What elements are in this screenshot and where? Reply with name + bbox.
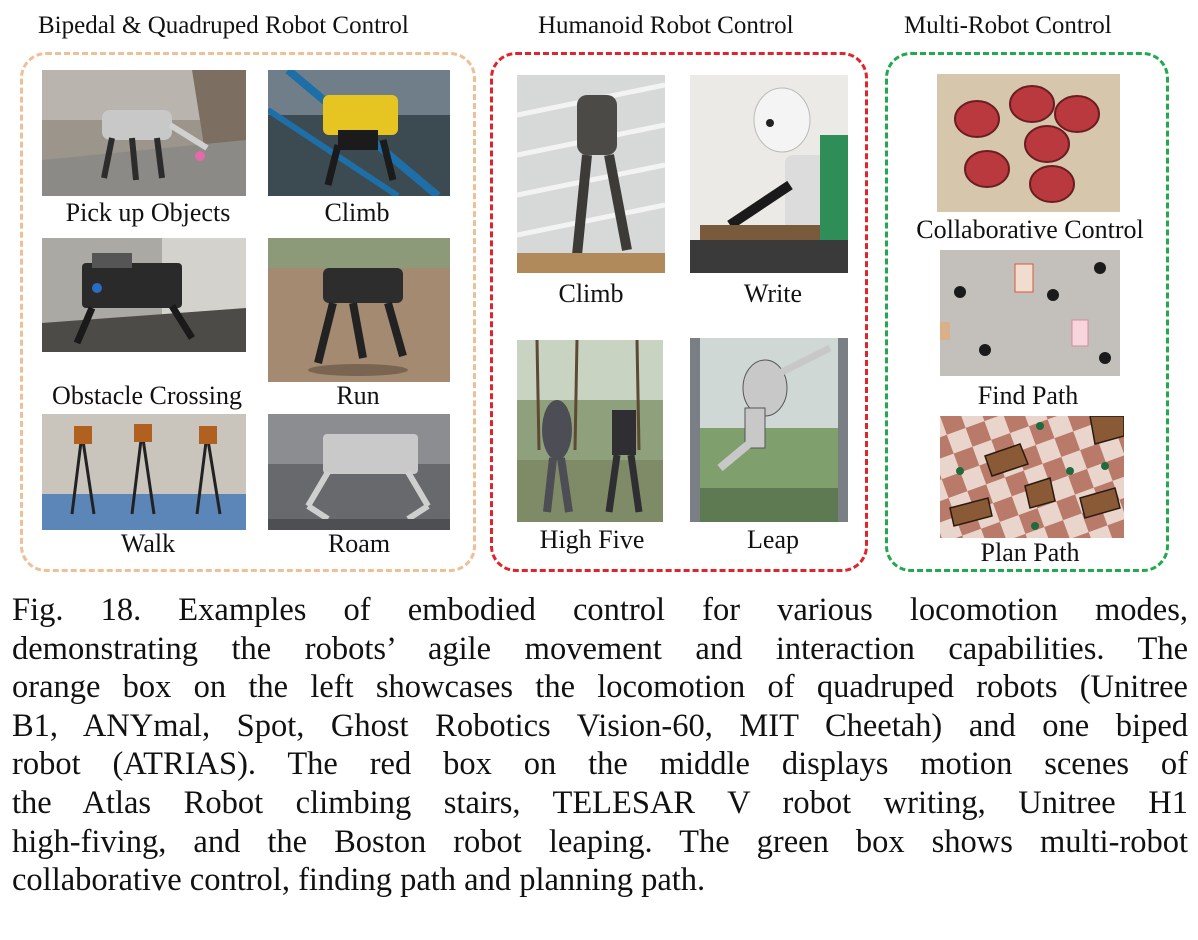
orange-group-box (20, 52, 476, 572)
caption-line: demonstrating the robots’ agile movement… (12, 630, 1188, 667)
caption-line: the Atlas Robot climbing stairs, TELESAR… (12, 784, 1188, 821)
label-find-path: Find Path (977, 381, 1079, 410)
photo-climb-humanoid (517, 75, 665, 273)
middle-group-title: Humanoid Robot Control (538, 12, 794, 39)
label-write: Write (743, 279, 803, 308)
caption-line: orange box on the left showcases the loc… (12, 669, 1188, 706)
photo-leap (690, 338, 848, 522)
figure-caption: Fig. 18. Examples of embodied control fo… (12, 591, 1188, 900)
label-plan-path: Plan Path (980, 538, 1080, 567)
label-run: Run (336, 381, 380, 410)
photo-find-path (940, 250, 1120, 376)
label-obstacle-crossing: Obstacle Crossing (52, 381, 242, 410)
photo-plan-path (940, 416, 1124, 538)
green-group-box (885, 52, 1169, 572)
photo-collaborative-control (937, 74, 1120, 212)
label-roam: Roam (327, 529, 391, 558)
label-pick-up-objects: Pick up Objects (65, 198, 231, 227)
label-climb-humanoid: Climb (558, 279, 624, 308)
photo-walk (42, 414, 246, 530)
label-climb-quadruped: Climb (324, 198, 390, 227)
label-high-five: High Five (539, 525, 645, 554)
right-group-title: Multi-Robot Control (904, 12, 1112, 39)
caption-line: B1, ANYmal, Spot, Ghost Robotics Vision-… (12, 707, 1188, 744)
photo-obstacle-crossing (42, 238, 246, 352)
label-walk: Walk (120, 529, 176, 558)
caption-line: robot (ATRIAS). The red box on the middl… (12, 746, 1188, 783)
photo-write (690, 75, 848, 273)
left-group-title: Bipedal & Quadruped Robot Control (38, 12, 409, 39)
caption-line: high-fiving, and the Boston robot leapin… (12, 823, 1188, 860)
caption-line: Fig. 18. Examples of embodied control fo… (12, 592, 1188, 628)
photo-run (268, 238, 450, 382)
label-leap: Leap (747, 525, 799, 554)
photo-pick-up-objects (42, 70, 246, 196)
photo-roam (268, 414, 450, 530)
red-group-box (490, 52, 868, 572)
photo-high-five (517, 340, 663, 522)
caption-line: collaborative control, finding path and … (12, 862, 706, 899)
label-collaborative-control: Collaborative Control (916, 215, 1144, 244)
photo-climb-quadruped (268, 70, 450, 196)
